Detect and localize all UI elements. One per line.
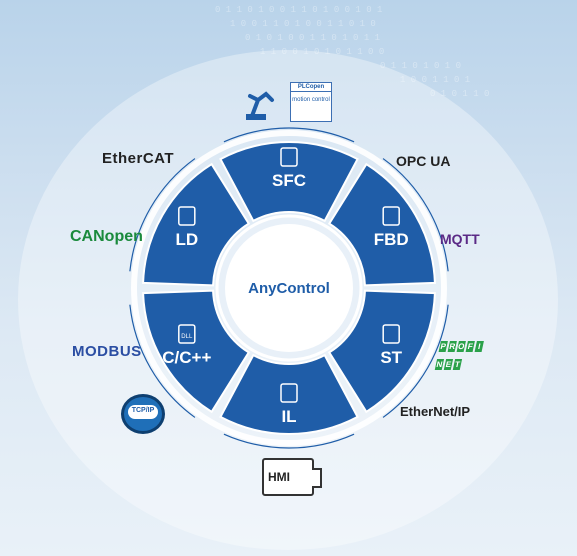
flow-arrow-3 [223,433,355,449]
segment-il [219,353,359,435]
segment-ld [142,162,251,287]
plcopen-title: PLCopen [291,83,331,92]
dll-icon [178,324,196,344]
plcopen-subtitle: motion control [292,97,330,103]
canopen-logo: CANopen [70,228,143,245]
ethercat-logo: EtherCAT [102,150,175,167]
fbd-icon [382,206,400,226]
segment-label-sfc: SFC [272,171,306,190]
segment-st [327,289,436,414]
segment-label-ld: LD [175,230,198,249]
svg-text:1 0 0 1 1 0 1 0 0 1 1 0 1 0: 1 0 0 1 1 0 1 0 0 1 1 0 1 0 [230,19,376,29]
modbus-logo: MODBUS [72,343,142,360]
flow-arrow-4 [129,304,196,418]
segment-label-st: ST [380,348,402,367]
st-icon [382,324,400,344]
flow-arrow-1 [382,158,449,272]
segment-label-il: IL [281,407,296,426]
il-icon [280,383,298,403]
hub [225,224,353,352]
opcua-logo: OPC UA [396,153,451,169]
svg-text:1 0 0 1 1 0 1: 1 0 0 1 1 0 1 [400,75,470,85]
svg-text:0 1 0 1 1 0: 0 1 0 1 1 0 [430,89,489,99]
sfc-icon [280,147,298,167]
svg-text:1 1 0 0 1 0 1 0 1 1 0 0: 1 1 0 0 1 0 1 0 1 1 0 0 [260,47,384,57]
ethernetip-logo: EtherNet/IP [400,404,471,419]
hmi-icon: HMI [262,458,322,496]
dll-icon-label: DLL [181,334,193,340]
segment-sfc [219,141,359,223]
robot-base-icon [246,114,266,120]
plcopen-logo: PLCopen motion control [290,82,332,122]
svg-text:0 1 1 0 1 0 0 1 1 0 1 0 0 1 0: 0 1 1 0 1 0 0 1 1 0 1 0 0 1 0 1 [215,5,382,15]
tcpip-logo: TCP/IP [121,394,165,434]
hmi-label: HMI [268,470,290,484]
svg-text:0 1 1 0 1 0 1 0: 0 1 1 0 1 0 1 0 [380,61,461,71]
flow-arrow-0 [223,127,355,143]
segment-label-ccpp: C/C++ [162,348,211,367]
outer-ring [131,130,447,446]
tcpip-label: TCP/IP [131,407,155,414]
flow-arrow-5 [129,158,196,272]
segment-fbd [327,162,436,287]
flow-arrow-2 [382,304,449,418]
segment-label-fbd: FBD [374,230,409,249]
ld-icon [178,206,196,226]
mqtt-logo: MQTT [440,231,480,247]
segment-ccpp [142,289,251,414]
center-label: AnyControl [248,280,330,297]
robot-arm-icon [248,91,274,118]
svg-text:0 1 0 1 0 0 1 1 0 1 0 1 1: 0 1 0 1 0 0 1 1 0 1 0 1 1 [245,33,380,43]
